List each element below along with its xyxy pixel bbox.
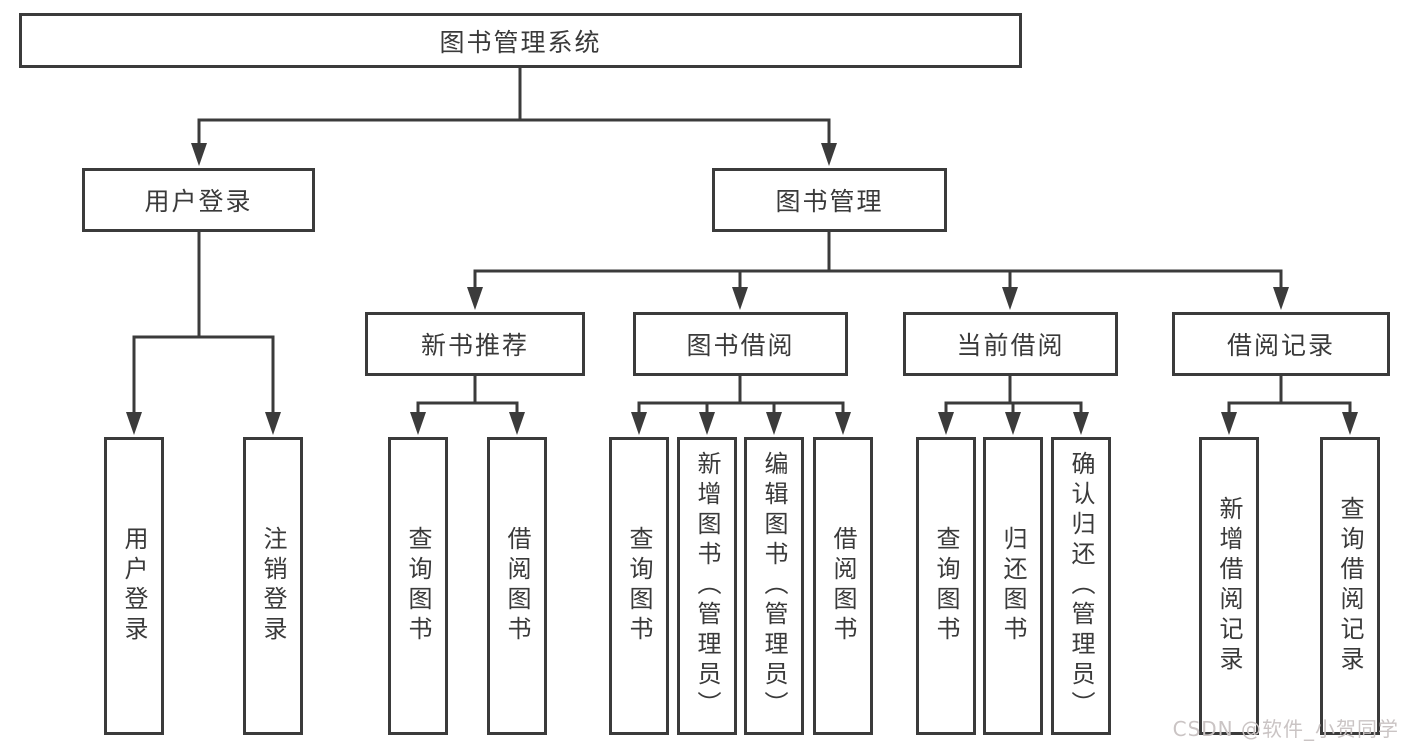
node-book-management-label: 图书管理: [775, 187, 884, 216]
watermark: CSDN @软件_小贺同学: [1172, 717, 1399, 741]
node-borrowing-records-label: 借阅记录: [1226, 331, 1335, 360]
node-borrowing-records: 借阅记录: [1172, 312, 1390, 376]
leaf-add-borrow-record-label: 新增借阅记录: [1215, 496, 1243, 676]
node-user-login-label: 用户登录: [144, 187, 253, 216]
node-root: 图书管理系统: [19, 13, 1022, 68]
leaf-query-borrow-record: 查询借阅记录: [1320, 437, 1380, 735]
leaf-user-login: 用户登录: [104, 437, 164, 735]
leaf-return-books: 归还图书: [983, 437, 1043, 735]
leaf-user-login-label: 用户登录: [120, 526, 148, 646]
leaf-logout-login-label: 注销登录: [259, 526, 287, 646]
node-current-borrowing-label: 当前借阅: [956, 331, 1065, 360]
node-user-login: 用户登录: [82, 168, 315, 232]
leaf-query-books-current-label: 查询图书: [932, 526, 960, 646]
leaf-query-books-recommend: 查询图书: [388, 437, 448, 735]
leaf-query-books-borrowing-label: 查询图书: [625, 526, 653, 646]
leaf-confirm-return-admin-label: 确认归还（管理员）: [1067, 451, 1095, 721]
node-root-label: 图书管理系统: [439, 27, 602, 57]
node-current-borrowing: 当前借阅: [903, 312, 1118, 376]
node-new-book-recommend: 新书推荐: [365, 312, 585, 376]
node-new-book-recommend-label: 新书推荐: [420, 331, 529, 360]
node-book-borrowing: 图书借阅: [633, 312, 848, 376]
leaf-borrow-books-recommend: 借阅图书: [487, 437, 547, 735]
leaf-add-books-admin: 新增图书（管理员）: [677, 437, 737, 735]
node-book-borrowing-label: 图书借阅: [686, 331, 795, 360]
node-book-management: 图书管理: [712, 168, 947, 232]
leaf-return-books-label: 归还图书: [999, 526, 1027, 646]
leaf-logout-login: 注销登录: [243, 437, 303, 735]
leaf-query-books-current: 查询图书: [916, 437, 976, 735]
leaf-edit-books-admin: 编辑图书（管理员）: [744, 437, 804, 735]
leaf-query-books-borrowing: 查询图书: [609, 437, 669, 735]
leaf-query-books-recommend-label: 查询图书: [404, 526, 432, 646]
leaf-query-borrow-record-label: 查询借阅记录: [1336, 496, 1364, 676]
leaf-borrow-books-recommend-label: 借阅图书: [503, 526, 531, 646]
leaf-add-borrow-record: 新增借阅记录: [1199, 437, 1259, 735]
leaf-borrow-books-borrowing: 借阅图书: [813, 437, 873, 735]
leaf-edit-books-admin-label: 编辑图书（管理员）: [760, 451, 788, 721]
leaf-add-books-admin-label: 新增图书（管理员）: [693, 451, 721, 721]
leaf-borrow-books-borrowing-label: 借阅图书: [829, 526, 857, 646]
leaf-confirm-return-admin: 确认归还（管理员）: [1051, 437, 1111, 735]
